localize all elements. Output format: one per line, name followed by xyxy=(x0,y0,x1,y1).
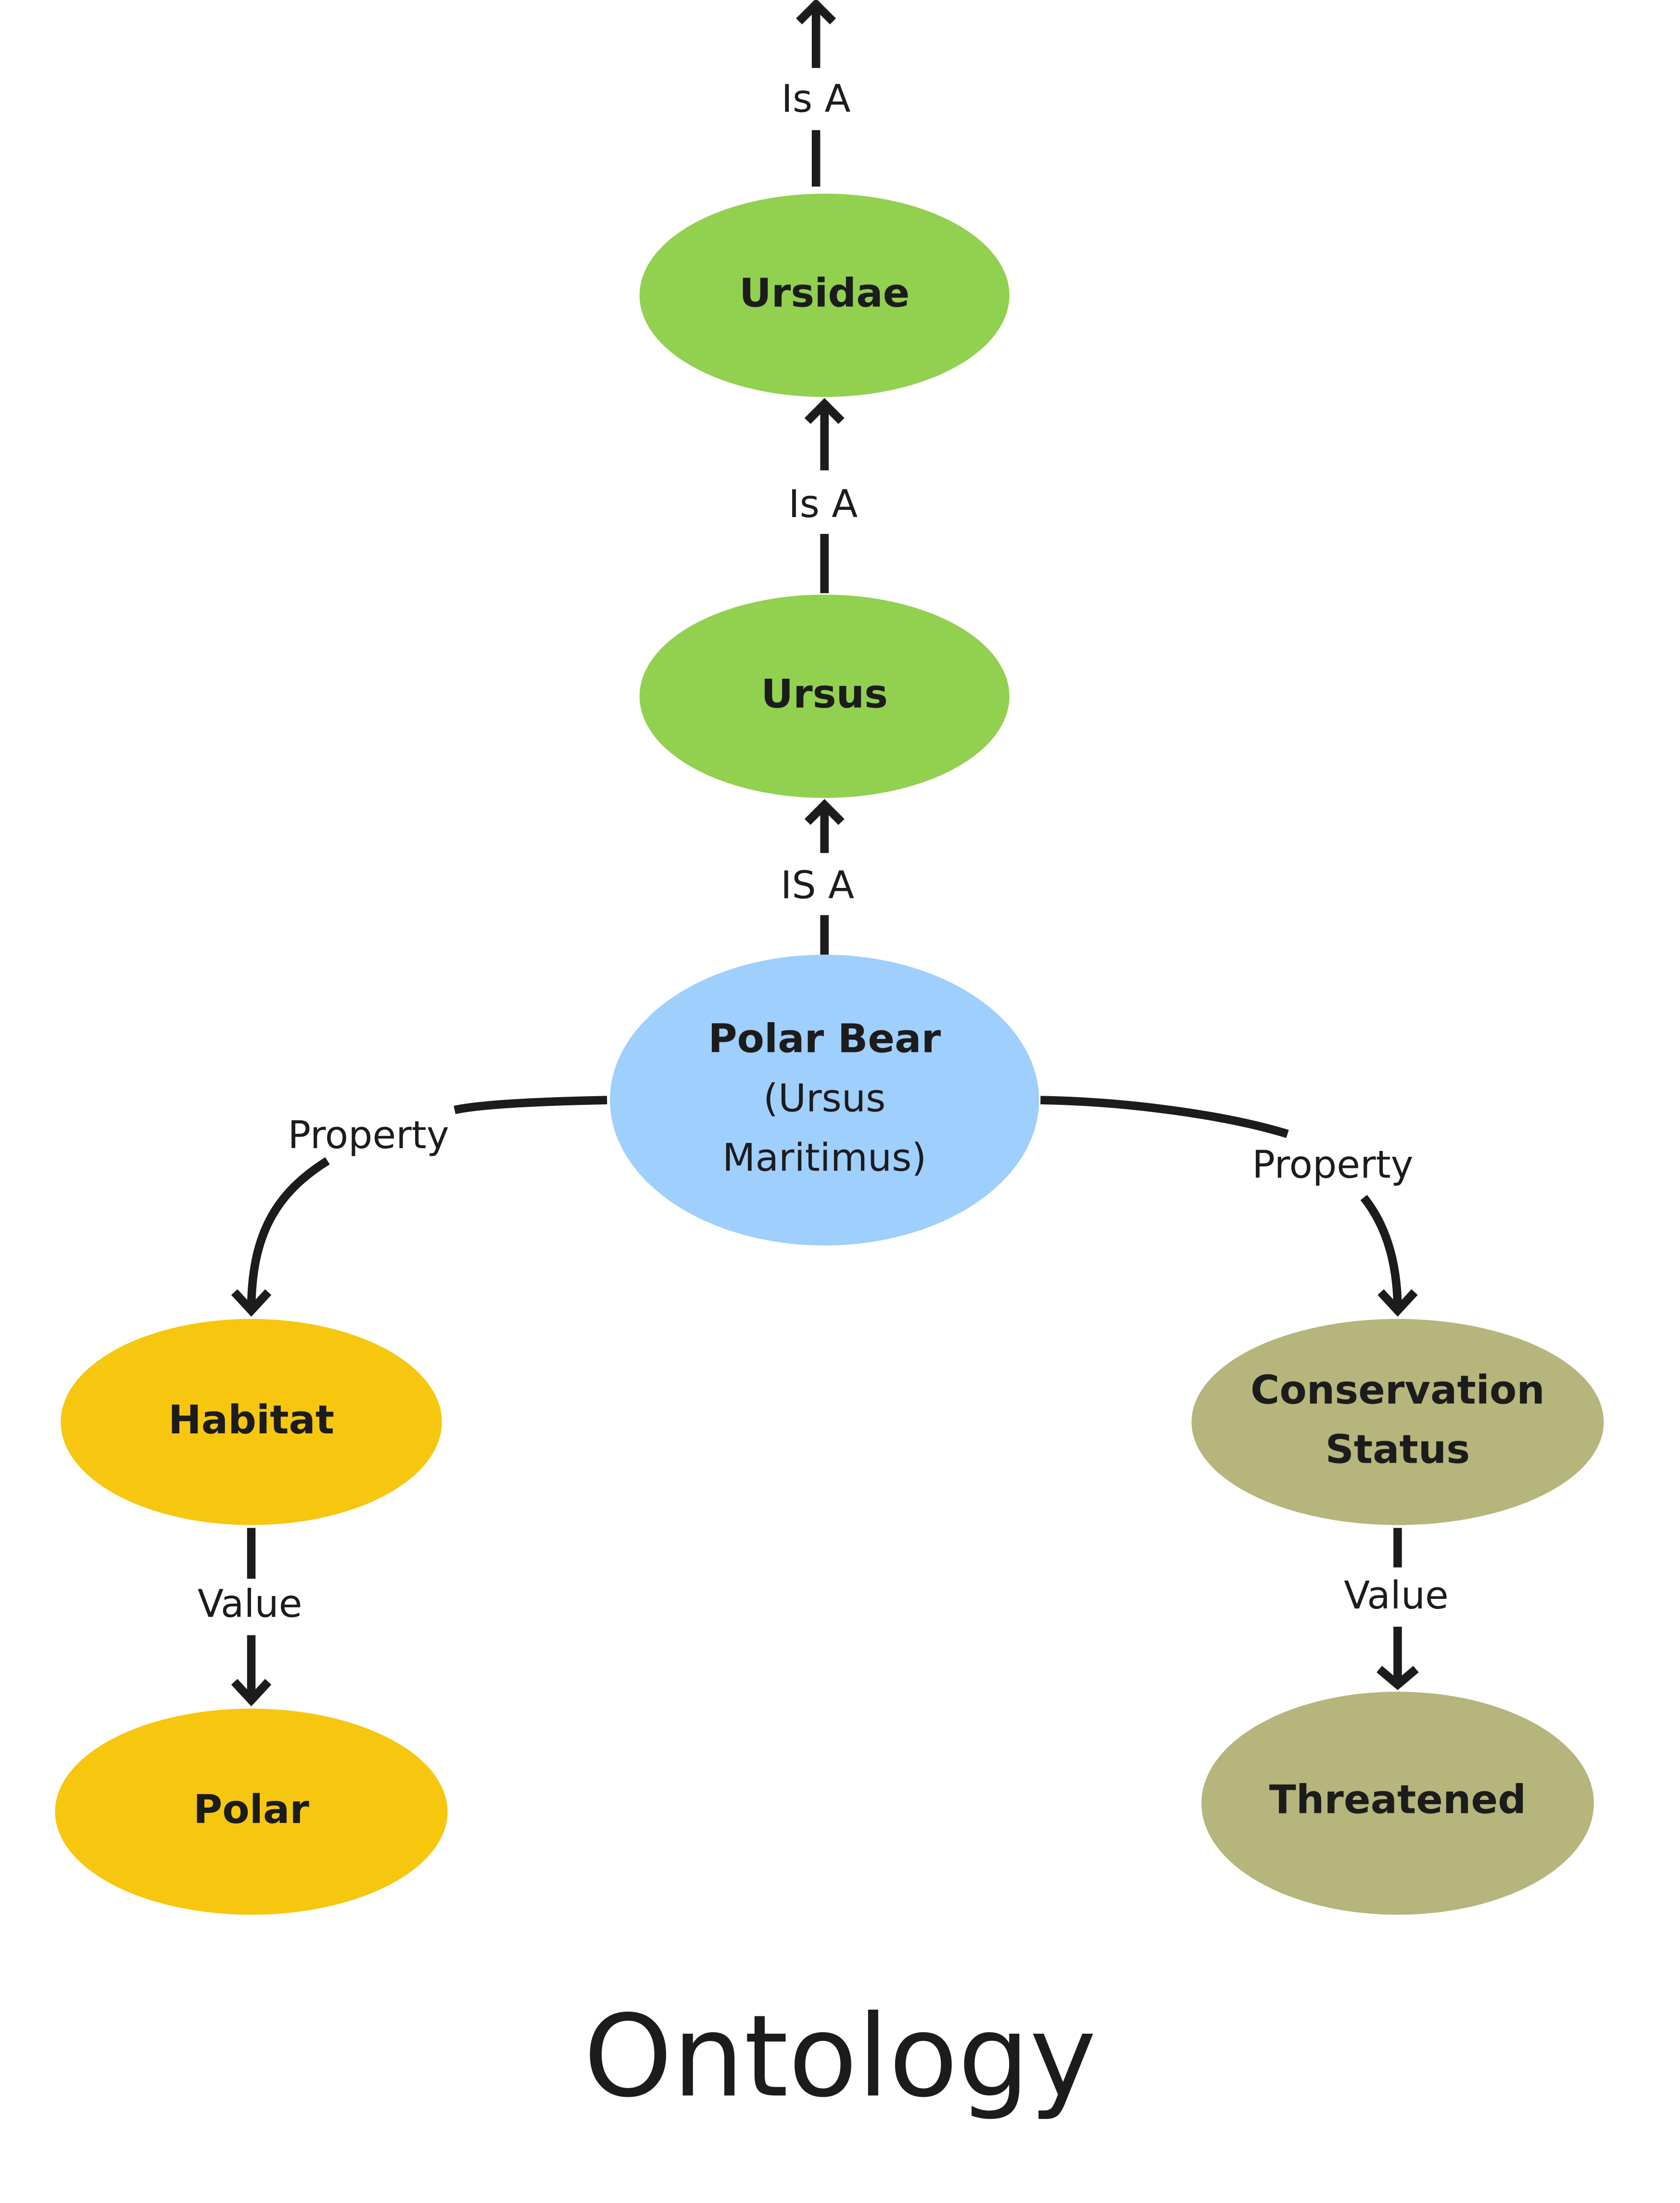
edge-polarbear-property-conservation: Property xyxy=(1040,1096,1418,1317)
node-shape xyxy=(639,595,1010,798)
edge-label: Value xyxy=(198,1581,303,1626)
edge-polarbear-isa-ursus: IS A xyxy=(781,799,854,955)
edge-habitat-value-polar: Value xyxy=(198,1528,303,1707)
arrow-up-icon xyxy=(804,799,845,825)
node-label: Polar Bear xyxy=(708,1016,941,1062)
diagram-title: Ontology xyxy=(583,1991,1096,2122)
node-label: Conservation xyxy=(1251,1367,1545,1413)
node-habitat[interactable]: Habitat xyxy=(61,1319,442,1525)
edge-conservation-value-threatened: Value xyxy=(1344,1528,1449,1690)
node-ursidae[interactable]: Ursidae xyxy=(639,193,1010,397)
node-threatened[interactable]: Threatened xyxy=(1201,1691,1594,1915)
node-conservation-status[interactable]: Conservation Status xyxy=(1191,1319,1604,1525)
edge-label: Is A xyxy=(788,481,858,526)
node-shape xyxy=(1201,1691,1594,1915)
arrow-up-icon xyxy=(804,398,845,424)
arrow-up-icon xyxy=(796,0,836,25)
edge-label: Property xyxy=(1252,1142,1413,1187)
node-shape xyxy=(61,1319,442,1525)
node-label: Ursus xyxy=(761,671,888,717)
node-label: Status xyxy=(1326,1427,1470,1472)
node-polar[interactable]: Polar xyxy=(55,1709,448,1915)
edge-label: Is A xyxy=(782,76,851,121)
edge-line xyxy=(1040,1096,1289,1138)
edge-polarbear-property-habitat: Property xyxy=(231,1096,607,1317)
edge-line xyxy=(454,1096,607,1114)
node-sublabel: Maritimus) xyxy=(722,1135,926,1180)
node-ursus[interactable]: Ursus xyxy=(639,595,1010,798)
node-shape xyxy=(1191,1319,1604,1525)
arrow-down-icon xyxy=(231,1679,272,1707)
node-label: Ursidae xyxy=(739,270,909,316)
node-label: Polar xyxy=(193,1787,309,1833)
edge-line xyxy=(1360,1195,1402,1311)
edge-label: Value xyxy=(1344,1573,1449,1618)
edge-line xyxy=(247,1157,330,1311)
node-polar-bear[interactable]: Polar Bear (Ursus Maritimus) xyxy=(610,954,1039,1246)
edge-label: Property xyxy=(288,1113,449,1157)
node-sublabel: (Ursus xyxy=(763,1076,885,1121)
edge-label: IS A xyxy=(781,862,854,907)
arrow-down-icon xyxy=(231,1289,272,1317)
edge-ursidae-isa: Is A xyxy=(782,0,851,187)
node-shape xyxy=(55,1709,448,1915)
edge-ursus-isa-ursidae: Is A xyxy=(788,398,858,594)
node-shape xyxy=(639,193,1010,397)
node-label: Habitat xyxy=(168,1397,334,1443)
node-label: Threatened xyxy=(1269,1777,1526,1823)
arrow-down-icon xyxy=(1377,1666,1419,1690)
node-shape xyxy=(610,954,1039,1246)
arrow-down-icon xyxy=(1377,1289,1418,1317)
